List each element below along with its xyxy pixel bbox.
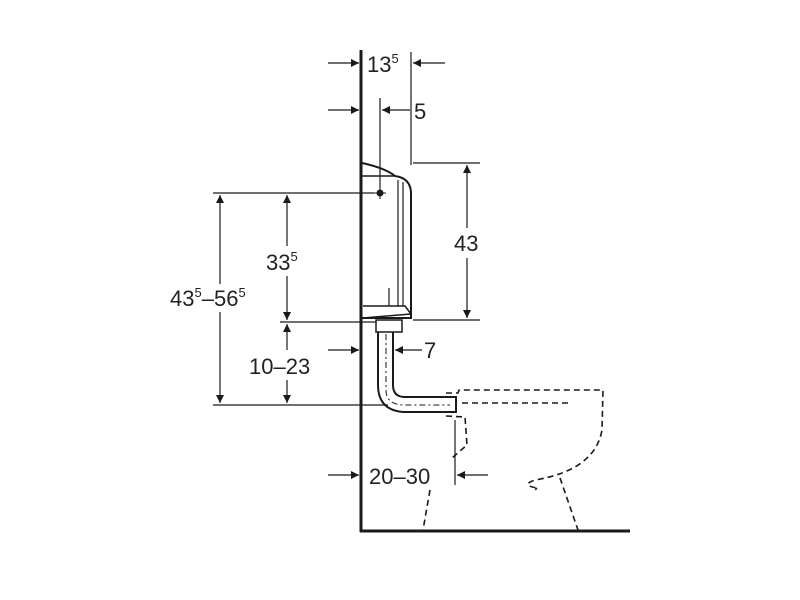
dim-wall-to-connection: 5	[414, 99, 426, 124]
dim-total-height-range: 435–565	[170, 285, 246, 311]
dim-pipe-offset: 7	[424, 338, 436, 363]
wc-pan-outline	[422, 389, 604, 531]
crosshair-icon	[374, 187, 386, 199]
dim-pipe-length-range: 10–23	[249, 354, 310, 379]
cistern	[361, 162, 413, 333]
dim-pan-distance-range: 20–30	[369, 464, 430, 489]
dim-connection-height: 335	[266, 249, 298, 275]
flush-pipe	[377, 332, 457, 413]
dim-cistern-height: 43	[454, 231, 478, 256]
dim-wall-offset-total: 135	[367, 51, 399, 77]
